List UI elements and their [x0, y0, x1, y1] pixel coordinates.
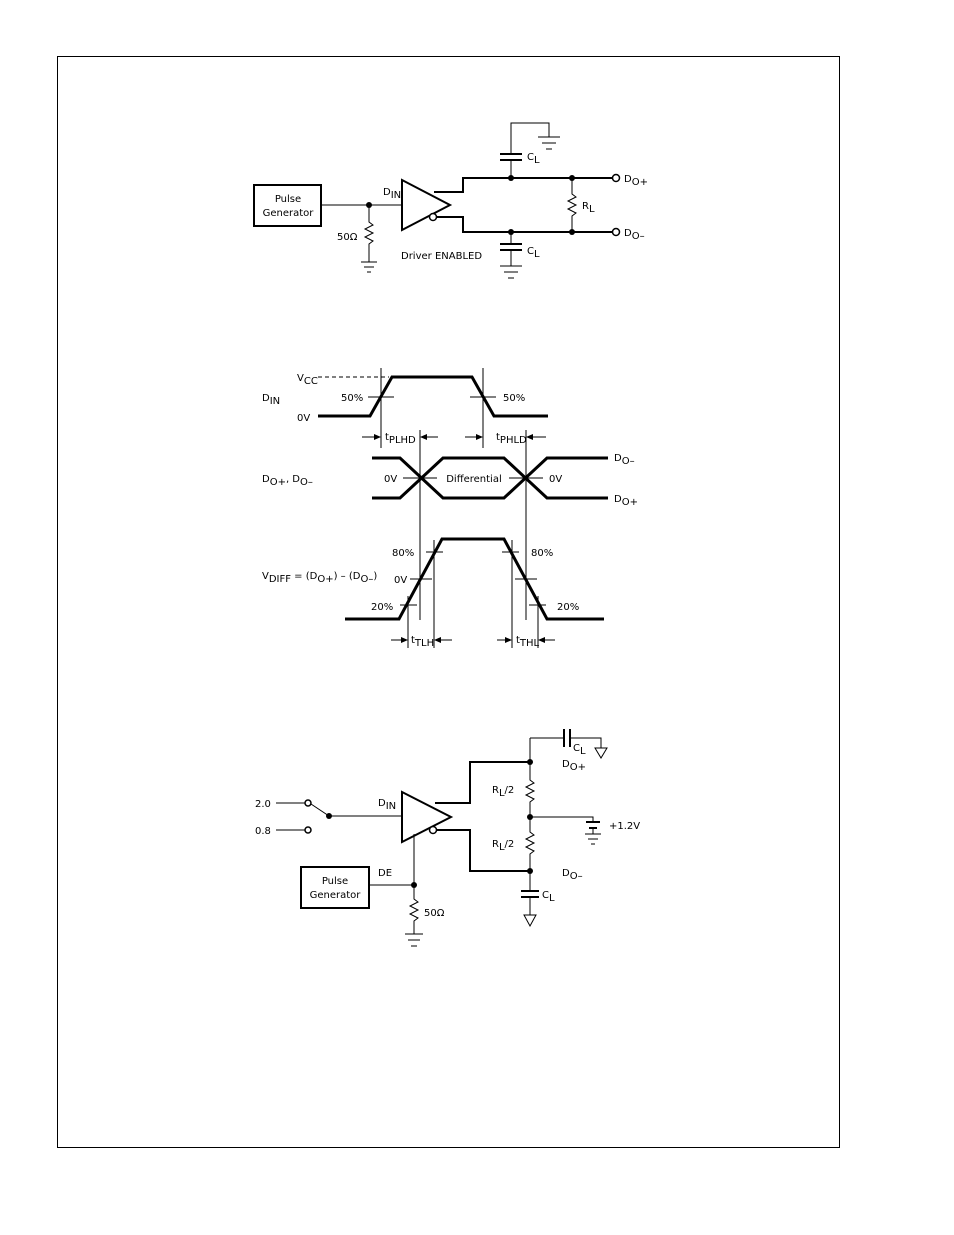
zero-crossing-label: 0V — [394, 575, 407, 586]
output-positive-label: DO+ — [624, 174, 648, 188]
upper-half-resistor — [526, 762, 534, 817]
supply-voltage-label: +1.2V — [609, 821, 640, 832]
input-label: DIN — [378, 798, 396, 812]
crossing-left-label: 0V — [384, 474, 397, 485]
din-label: DIN — [262, 393, 280, 407]
pulse-generator-box — [254, 185, 321, 226]
low-level-label: 0.8 — [255, 826, 271, 837]
ttlh-label: tTLH — [411, 635, 434, 649]
upper-half-resistor-label: RL/2 — [492, 785, 514, 799]
driver-triangle-icon — [402, 792, 451, 842]
ground-icon — [361, 262, 377, 272]
positive-output-wire — [434, 178, 612, 192]
driver-delay-test-circuit: Pulse Generator 50Ω DIN CL — [254, 123, 648, 278]
enable-label: DE — [378, 868, 392, 879]
pulse-generator-box — [301, 867, 369, 908]
pulse-generator-line1: Pulse — [275, 194, 301, 205]
switch-blade — [311, 804, 329, 816]
ground-triangle-icon — [524, 915, 536, 926]
termination-resistor — [365, 205, 373, 262]
pct20-right-label: 20% — [557, 602, 579, 613]
driver-status-label: Driver ENABLED — [401, 251, 482, 262]
inverting-output-bubble — [430, 827, 437, 834]
inverting-output-bubble — [430, 214, 437, 221]
crossing-right-label: 0V — [549, 474, 562, 485]
driver-triangle-icon — [402, 180, 450, 230]
vdiff-label: VDIFF = (DO+) – (DO–) — [262, 571, 377, 585]
ground-icon — [538, 137, 560, 149]
tthl-label: tTHL — [516, 635, 540, 649]
negative-output-wire — [437, 217, 612, 232]
propagation-delay-waveforms: DIN VCC 0V 50% 50% tPLHD tPHLD DO+, DO– — [262, 368, 638, 649]
cap-label-top: CL — [573, 743, 586, 757]
tphld-label: tPHLD — [496, 432, 527, 446]
negative-output-wire — [437, 830, 530, 871]
zero-volt-label: 0V — [297, 413, 310, 424]
high-level-label: 2.0 — [255, 799, 271, 810]
output-positive-label: DO+ — [562, 759, 586, 773]
pulse-generator-line1: Pulse — [322, 876, 348, 887]
pct80-left-label: 80% — [392, 548, 414, 559]
output-negative-label: DO– — [562, 868, 583, 882]
lower-half-resistor — [526, 817, 534, 871]
load-resistor-label: RL — [582, 201, 595, 215]
do-plus-label: DO+ — [614, 494, 638, 508]
pct50-left-label: 50% — [341, 393, 363, 404]
output-terminal — [613, 175, 620, 182]
termination-resistor — [410, 885, 418, 934]
differential-label: Differential — [446, 474, 502, 485]
pct20-left-label: 20% — [371, 602, 393, 613]
pct80-right-label: 80% — [531, 548, 553, 559]
output-negative-label: DO– — [624, 228, 645, 242]
pct50-right-label: 50% — [503, 393, 525, 404]
termination-resistor-label: 50Ω — [337, 232, 358, 243]
ground-triangle-icon — [595, 748, 607, 758]
cap-label-top: CL — [527, 152, 540, 166]
termination-resistor-label: 50Ω — [424, 908, 445, 919]
switch-contact-high — [305, 800, 311, 806]
do-minus-label: DO– — [614, 453, 635, 467]
pulse-generator-line2: Generator — [263, 208, 315, 219]
input-label: DIN — [383, 187, 401, 201]
tplhd-label: tPLHD — [385, 432, 416, 446]
cap-label-bottom: CL — [527, 246, 540, 260]
load-resistor — [568, 178, 576, 232]
pulse-generator-line2: Generator — [310, 890, 362, 901]
ground-icon — [500, 266, 522, 278]
vcc-label: VCC — [297, 373, 318, 387]
outputs-label: DO+, DO– — [262, 474, 313, 488]
cap-label-bottom: CL — [542, 890, 555, 904]
switch-contact-low — [305, 827, 311, 833]
driver-tristate-test-circuit: 2.0 0.8 DIN Pulse Generator DE 50Ω — [255, 729, 640, 946]
lower-half-resistor-label: RL/2 — [492, 839, 514, 853]
ground-icon — [405, 934, 423, 946]
positive-output-wire — [435, 762, 530, 803]
ground-icon — [585, 834, 601, 844]
output-terminal — [613, 229, 620, 236]
